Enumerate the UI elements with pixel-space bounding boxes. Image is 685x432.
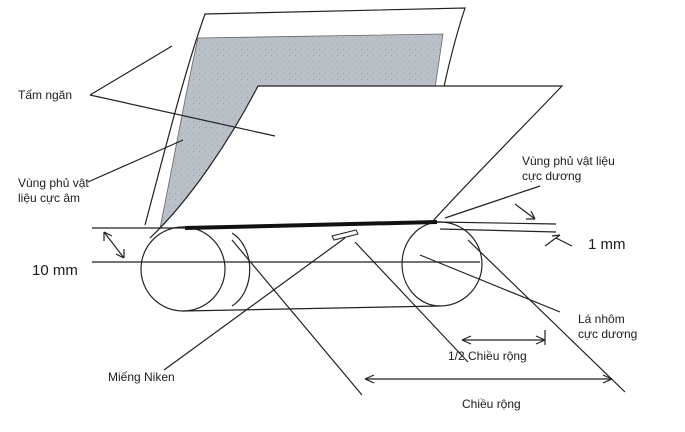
leader-negative [87, 139, 184, 183]
dim-10mm-arrow [103, 231, 125, 259]
label-10mm: 10 mm [32, 262, 78, 279]
dim-1mm-arrow-bottom [544, 234, 561, 247]
dim-1mm-arrow-top [514, 203, 536, 220]
label-half-width: 1/2 Chiều rộng [448, 349, 527, 363]
roll-left-end [140, 226, 226, 312]
nickel-tab [331, 229, 359, 241]
separator-sheet-front [149, 85, 564, 239]
dim-width-arrows [364, 374, 613, 384]
leader-aluminum [419, 254, 561, 313]
label-aluminum-foil: Lá nhôm cực dương [578, 312, 638, 341]
label-negative-coating: Vùng phủ vật liệu cực âm [18, 176, 89, 205]
positive-strip [184, 220, 438, 230]
dim-1mm-line-a [436, 221, 557, 225]
width-guide-left-inner [354, 241, 469, 363]
dim-half-width-arrows [461, 335, 546, 345]
label-separator: Tấm ngăn [18, 88, 73, 102]
leader-nickel [163, 237, 346, 371]
leader-separator [89, 45, 276, 137]
label-nickel-tab: Miếng Niken [108, 370, 175, 384]
roll-inner-arc [231, 232, 251, 307]
label-1mm: 1 mm [588, 236, 626, 253]
roll-body [182, 221, 483, 312]
width-guide-left-outer [231, 239, 363, 396]
roll-right-end [401, 221, 441, 307]
dim-1mm-leader [555, 237, 573, 247]
label-width: Chiều rộng [462, 397, 521, 411]
width-guide-right [467, 239, 626, 393]
leader-positive [444, 185, 541, 219]
label-positive-coating: Vùng phủ vật liệu cực dương [522, 154, 615, 183]
dim-1mm-line-b [439, 228, 557, 233]
